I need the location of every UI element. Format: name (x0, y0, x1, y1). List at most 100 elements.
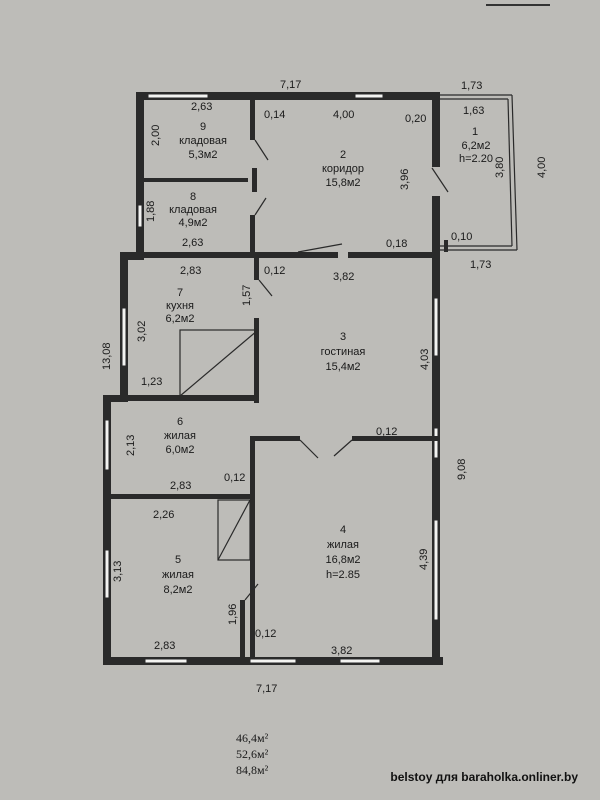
room4-area: 16,8м2 (325, 554, 360, 566)
door-swing (254, 139, 269, 161)
room9-name: кладовая (179, 135, 227, 147)
door-swing (299, 439, 319, 459)
porch-post (444, 240, 448, 252)
door-swing (254, 197, 267, 216)
room6-area: 6,0м2 (166, 444, 195, 456)
dim-wall-012-room4: 0,12 (255, 628, 276, 640)
wall-right-upper2 (432, 196, 440, 252)
wall-left-upper (136, 92, 144, 252)
dim-room6-bottom: 2,83 (170, 480, 191, 492)
dim-room5-height: 3,13 (112, 561, 124, 582)
room6-number: 6 (177, 416, 183, 428)
window (354, 93, 384, 99)
dim-kitchen-height: 3,02 (136, 321, 148, 342)
closet (217, 499, 251, 561)
dim-wall-012-living: 0,12 (376, 426, 397, 438)
dim-wall-010: 0,10 (451, 231, 472, 243)
dim-left-height: 13,08 (101, 342, 113, 370)
room7-name: кухня (166, 300, 194, 312)
room2-area: 15,8м2 (325, 177, 360, 189)
dim-wall-018: 0,18 (386, 238, 407, 250)
dim-room5-bottom: 2,83 (154, 640, 175, 652)
room8-area: 4,9м2 (179, 217, 208, 229)
room7-area: 6,2м2 (166, 313, 195, 325)
dim-storage8-bottom: 2,63 (182, 237, 203, 249)
wall-right-upper (432, 92, 440, 167)
dim-room4-height: 4,39 (418, 549, 430, 570)
room8-name: кладовая (169, 204, 217, 216)
door-swing (333, 439, 353, 457)
door-swing (244, 583, 259, 601)
wall-kitchen-bottom (120, 395, 258, 401)
room4-height: h=2.85 (326, 569, 360, 581)
dim-kitchen-bottom: 1,23 (141, 376, 162, 388)
window (339, 658, 381, 664)
wall-storage (144, 178, 248, 182)
dim-top-width: 7,17 (280, 79, 301, 91)
room2-name: коридор (322, 163, 364, 175)
window (121, 307, 127, 367)
wall-storage-v2 (250, 215, 255, 252)
dim-right-height: 9,08 (456, 459, 468, 480)
dim-room5-top: 2,26 (153, 509, 174, 521)
wall-left-lower (103, 395, 111, 665)
room1-number: 1 (472, 126, 478, 138)
wall-corridor-bottom (128, 252, 338, 258)
wall-living-bottom2 (352, 436, 440, 441)
total-area-living: 46,4м² (236, 731, 269, 745)
room4-name: жилая (327, 539, 359, 551)
room4-number: 4 (340, 524, 346, 536)
window (433, 519, 439, 621)
dim-corridor-height: 3,96 (399, 169, 411, 190)
porch-right-inner (507, 98, 513, 247)
room6-name: жилая (164, 430, 196, 442)
dim-porch-inner-height: 3,80 (494, 157, 506, 178)
room3-number: 3 (340, 331, 346, 343)
dim-porch-outer-height: 4,00 (536, 157, 548, 178)
room5-number: 5 (175, 554, 181, 566)
wall-room4-left (250, 436, 255, 658)
room5-area: 8,2м2 (164, 584, 193, 596)
dim-bottom-width: 7,17 (256, 683, 277, 695)
door-swing (431, 167, 449, 193)
door-swing (258, 279, 273, 297)
stair-diagonal (179, 329, 259, 397)
dim-storage9-top: 2,63 (191, 101, 212, 113)
wall-kitchen-v2 (254, 318, 259, 403)
dim-porch-bottom: 1,73 (470, 259, 491, 271)
wall-step2 (103, 395, 128, 402)
dim-wall-012-kitchen: 0,12 (264, 265, 285, 277)
porch-right (511, 94, 518, 251)
wall-storage-v (250, 100, 255, 140)
wall-living-bottom (250, 436, 300, 441)
room5-name: жилая (162, 569, 194, 581)
window (137, 204, 143, 228)
room9-area: 5,3м2 (189, 149, 218, 161)
dim-room6-height: 2,13 (125, 435, 137, 456)
window (433, 297, 439, 357)
watermark: belstoy для baraholka.onliner.by (390, 770, 578, 784)
wall-kitchen-v (254, 258, 259, 280)
dim-porch-top: 1,73 (461, 80, 482, 92)
room1-height: h=2.20 (459, 153, 493, 165)
room3-name: гостиная (321, 346, 366, 358)
dim-wall-012-room6: 0,12 (224, 472, 245, 484)
room9-number: 9 (200, 121, 206, 133)
wall-room5-right (240, 600, 245, 657)
dim-storage8-height: 1,88 (145, 201, 157, 222)
dim-room4-bottom: 3,82 (331, 645, 352, 657)
window (147, 93, 209, 99)
dim-living-top: 3,82 (333, 271, 354, 283)
room1-area: 6,2м2 (462, 140, 491, 152)
room3-area: 15,4м2 (325, 361, 360, 373)
window (433, 427, 439, 459)
room7-number: 7 (177, 287, 183, 299)
dim-kitchen-partition: 1,57 (241, 285, 253, 306)
dim-wall-020: 0,20 (405, 113, 426, 125)
dim-room4-partition: 1,96 (227, 604, 239, 625)
wall-top (136, 92, 436, 100)
dim-wall-014: 0,14 (264, 109, 285, 121)
window (144, 658, 188, 664)
